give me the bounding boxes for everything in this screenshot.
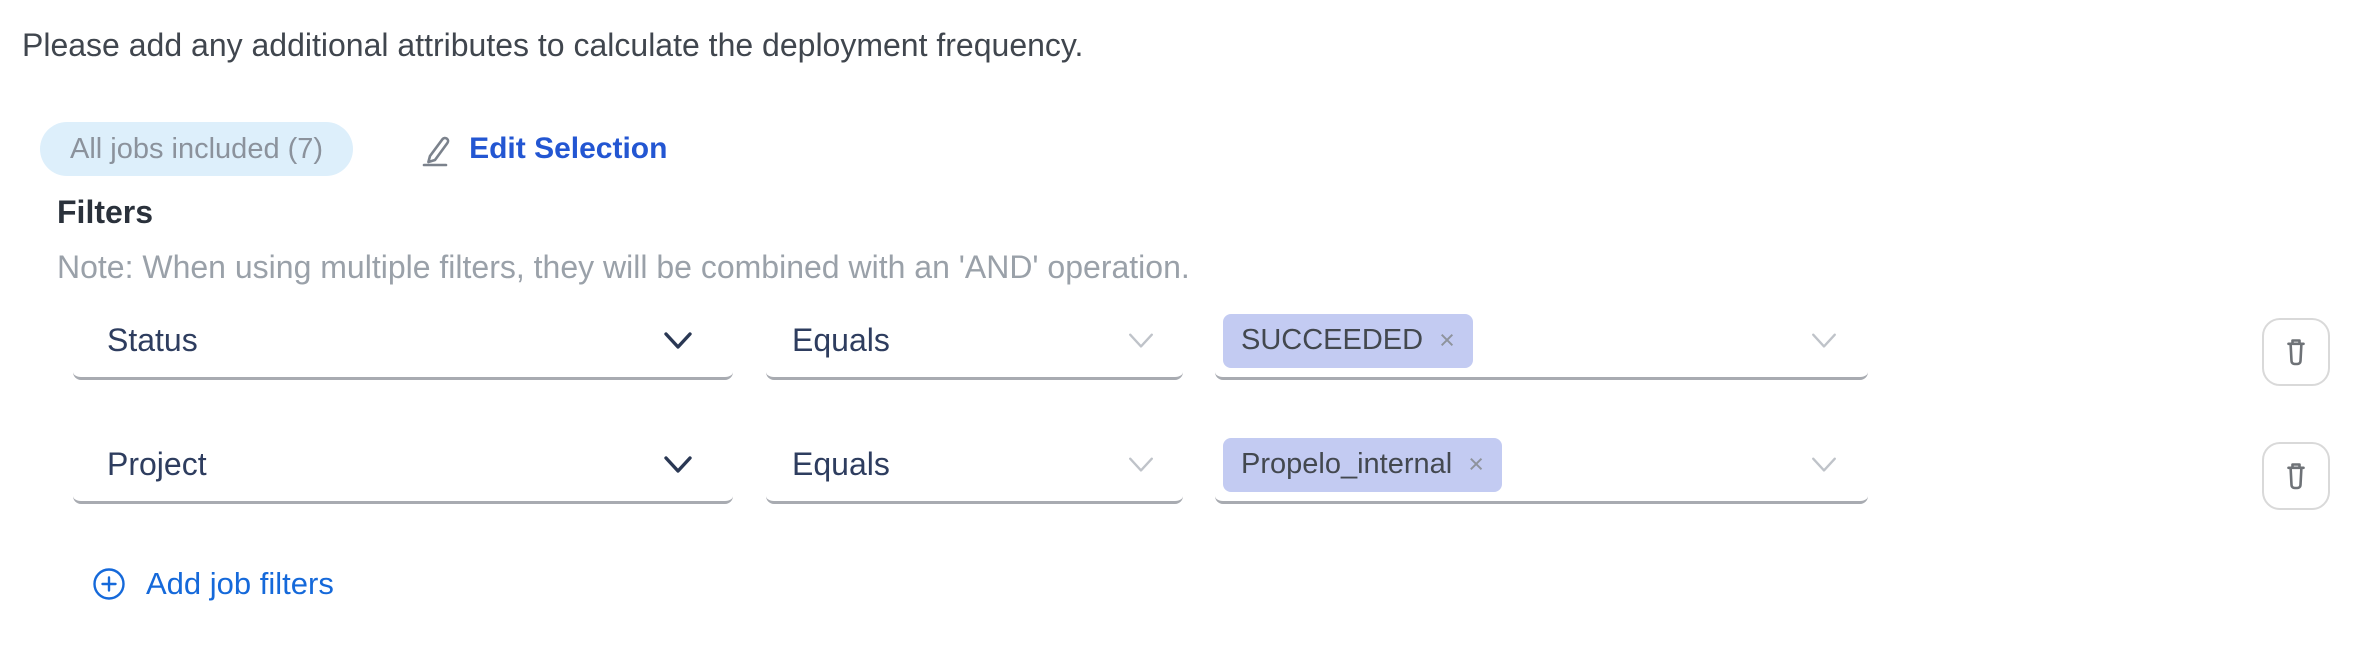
delete-filter-button[interactable] — [2262, 442, 2330, 510]
trash-icon — [2287, 339, 2305, 366]
value-chip-label: Propelo_internal — [1241, 448, 1453, 480]
attribute-select[interactable]: Status — [73, 304, 733, 380]
add-job-filters-label: Add job filters — [146, 566, 334, 601]
attribute-select-value: Status — [107, 322, 198, 358]
filters-note: Note: When using multiple filters, they … — [57, 249, 1190, 285]
plus-circle-icon — [93, 568, 125, 600]
add-job-filters-link[interactable]: Add job filters — [92, 566, 334, 602]
operator-select[interactable]: Equals — [766, 428, 1183, 504]
edit-selection-label: Edit Selection — [469, 132, 668, 165]
operator-select-value: Equals — [792, 322, 890, 358]
remove-value-icon[interactable]: × — [1468, 449, 1484, 479]
value-select[interactable]: SUCCEEDED × — [1215, 304, 1868, 380]
filter-row: Status Equals SUCCEEDED × — [73, 304, 2330, 386]
chevron-down-icon — [1129, 457, 1153, 472]
edit-selection-link[interactable]: Edit Selection — [421, 131, 667, 167]
trash-icon — [2287, 463, 2305, 490]
chevron-down-icon — [1812, 333, 1836, 348]
intro-text: Please add any additional attributes to … — [22, 27, 1084, 63]
value-select[interactable]: Propelo_internal × — [1215, 428, 1868, 504]
chevron-down-icon — [1129, 333, 1153, 348]
value-chip: Propelo_internal × — [1223, 437, 1502, 492]
filters-heading: Filters — [57, 194, 154, 230]
value-chip-label: SUCCEEDED — [1241, 324, 1424, 356]
delete-filter-button[interactable] — [2262, 318, 2330, 386]
jobs-included-badge[interactable]: All jobs included (7) — [40, 122, 354, 176]
filter-row: Project Equals Propelo_internal × — [73, 428, 2330, 510]
attribute-select[interactable]: Project — [73, 428, 733, 504]
value-chip: SUCCEEDED × — [1223, 313, 1473, 368]
edit-pencil-icon — [422, 136, 450, 167]
chevron-down-icon — [1812, 457, 1836, 472]
chevron-down-icon — [664, 331, 692, 349]
operator-select[interactable]: Equals — [766, 304, 1183, 380]
jobs-toolbar: All jobs included (7) Edit Selection — [40, 122, 667, 176]
remove-value-icon[interactable]: × — [1439, 325, 1455, 355]
attribute-select-value: Project — [107, 446, 207, 482]
operator-select-value: Equals — [792, 446, 890, 482]
chevron-down-icon — [664, 455, 692, 473]
